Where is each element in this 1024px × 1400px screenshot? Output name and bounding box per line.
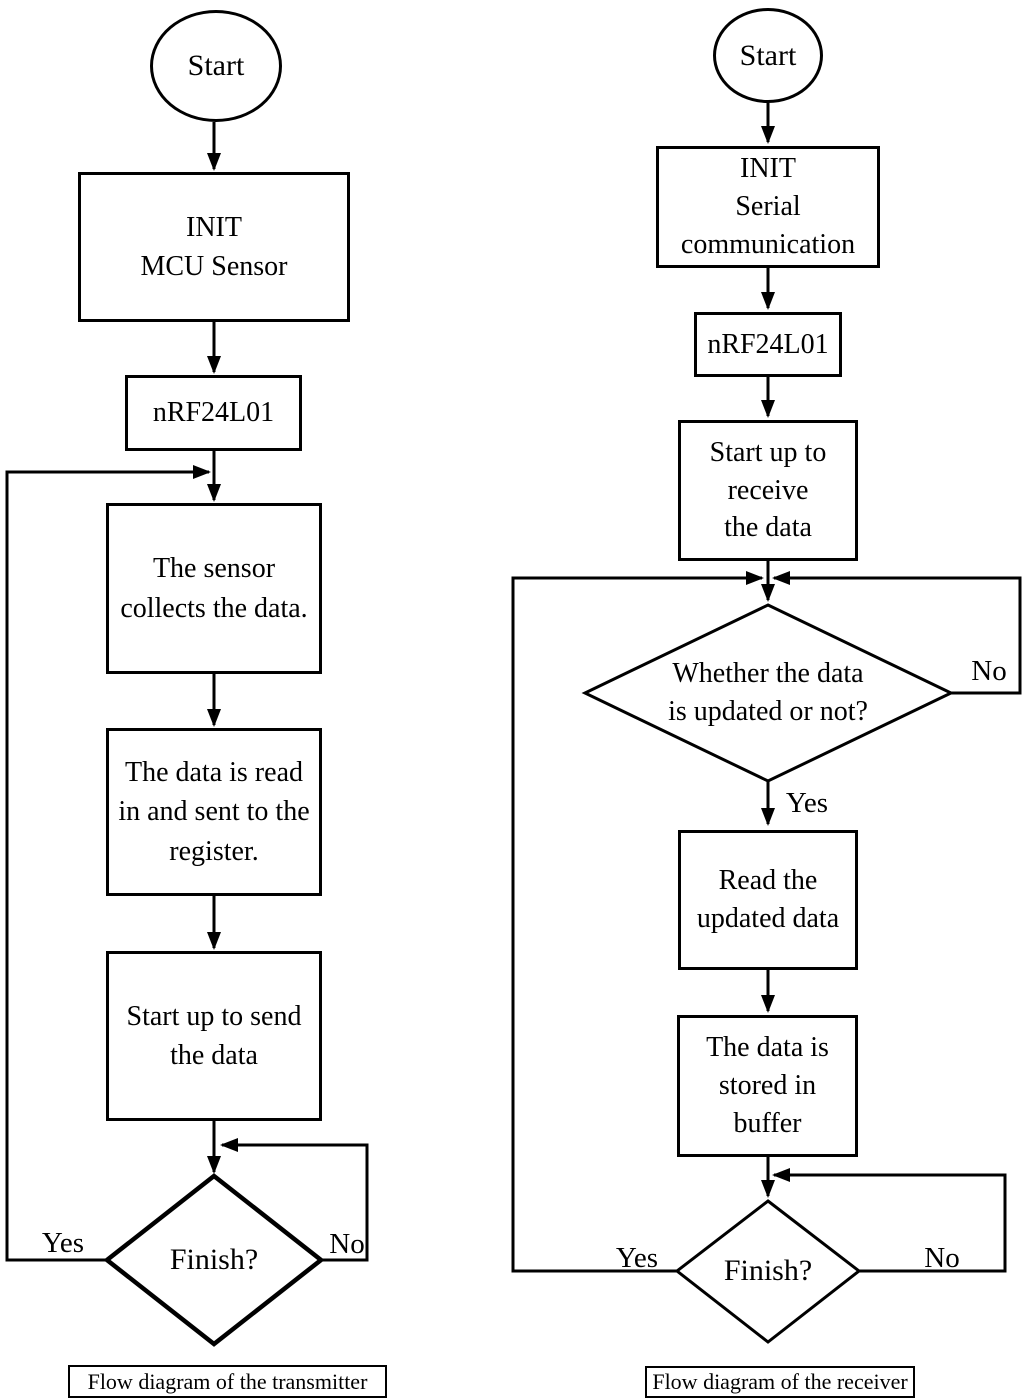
transmitter-yes-label: Yes (41, 1226, 85, 1259)
receiver-caption: Flow diagram of the receiver (645, 1366, 915, 1398)
transmitter-init-label: INIT MCU Sensor (140, 211, 288, 282)
receiver-updated-text: Whether the data is updated or not? (668, 658, 868, 727)
receiver-receive-label: Start up to receive the data (709, 436, 827, 544)
transmitter-nrf-box: nRF24L01 (125, 375, 302, 451)
arrow-r-updated-no-loop (772, 571, 1022, 695)
receiver-nrf-box: nRF24L01 (694, 312, 842, 377)
transmitter-nrf-label: nRF24L01 (152, 397, 275, 429)
receiver-start-terminator: Start (713, 8, 823, 103)
transmitter-connectors (5, 122, 369, 1262)
transmitter-read-box: The data is read in and sent to the regi… (106, 728, 322, 896)
transmitter-collect-box: The sensor collects the data. (106, 503, 322, 674)
receiver-updated-no-label: No (971, 654, 1007, 687)
transmitter-send-box: Start up to send the data (106, 951, 322, 1121)
transmitter-caption: Flow diagram of the transmitter (68, 1365, 387, 1398)
receiver-finish-yes-label: Yes (615, 1241, 659, 1274)
arrow-t-finish-yes-loop (5, 465, 211, 1262)
receiver-read-box: Read the updated data (678, 830, 858, 970)
transmitter-no-label: No (329, 1227, 365, 1260)
receiver-store-label: The data is stored in buffer (706, 1032, 829, 1139)
transmitter-start-label: Start (187, 49, 245, 82)
transmitter-init-box: INIT MCU Sensor (78, 172, 350, 322)
transmitter-finish-diamond (103, 1173, 325, 1347)
receiver-init-box: INIT Serial communication (656, 146, 880, 268)
receiver-connectors (511, 103, 1022, 1273)
receiver-store-box: The data is stored in buffer (677, 1015, 858, 1157)
receiver-read-label: Read the updated data (696, 865, 840, 934)
receiver-finish-no-label: No (924, 1241, 960, 1274)
receiver-init-label: INIT Serial communication (680, 153, 856, 260)
transmitter-collect-label: The sensor collects the data. (120, 553, 308, 624)
receiver-updated-yes-label: Yes (785, 786, 829, 819)
receiver-finish-text: Finish? (723, 1254, 813, 1288)
arrow-r-finish-yes-loop (511, 571, 764, 1273)
receiver-receive-box: Start up to receive the data (678, 420, 858, 561)
receiver-nrf-label: nRF24L01 (707, 328, 829, 360)
transmitter-read-label: The data is read in and sent to the regi… (118, 757, 310, 867)
transmitter-start-terminator: Start (150, 10, 282, 122)
receiver-finish-diamond (674, 1199, 862, 1344)
arrow-r-finish-no-loop (772, 1168, 1007, 1273)
transmitter-finish-text: Finish? (169, 1242, 259, 1276)
arrow-t-finish-no-loop (220, 1138, 369, 1262)
receiver-start-label: Start (739, 38, 797, 72)
transmitter-send-label: Start up to send the data (126, 1000, 302, 1071)
